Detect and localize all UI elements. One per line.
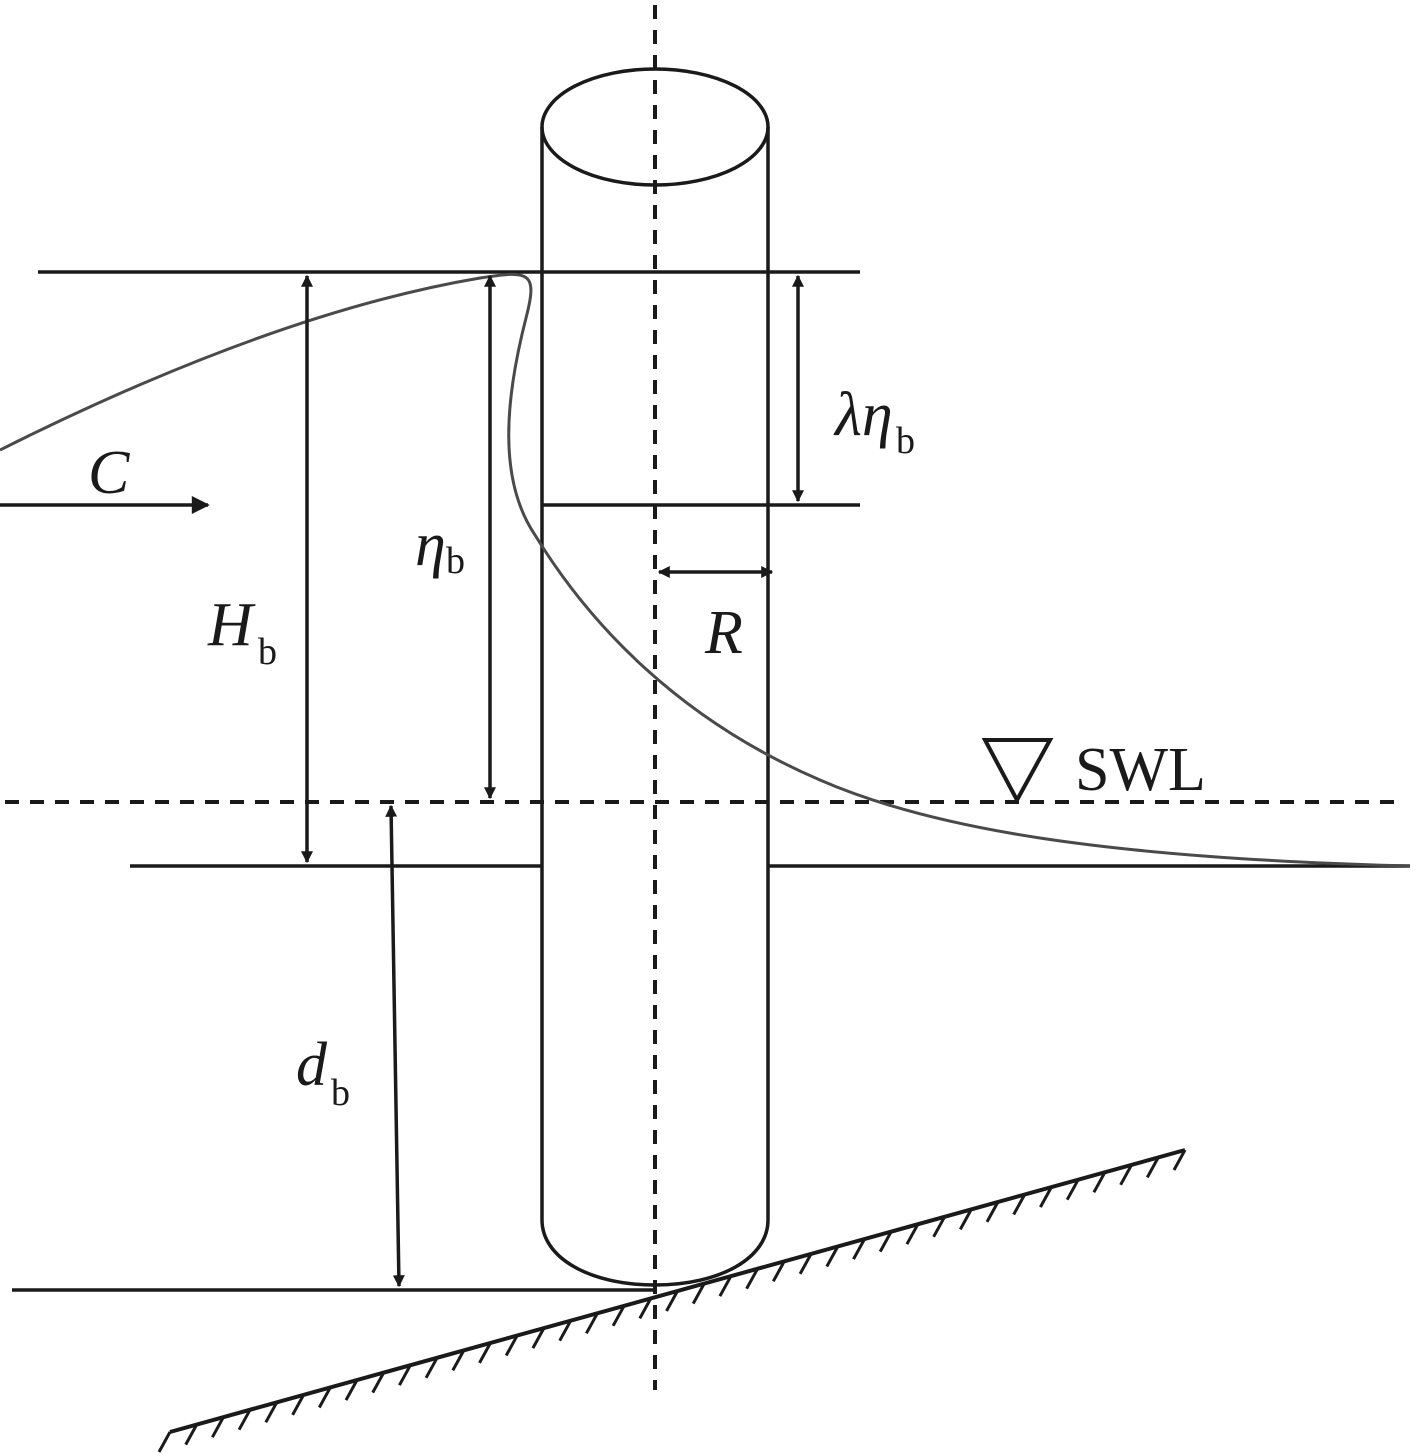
seabed-hatch-mark — [157, 1431, 172, 1453]
seabed-hatch-mark — [504, 1334, 519, 1357]
seabed-hatch-mark — [958, 1208, 973, 1231]
hb-label-sub: b — [258, 631, 277, 673]
cylinder — [540, 67, 770, 1287]
seabed-hatch-mark — [611, 1305, 626, 1327]
seabed-hatch-mark — [638, 1297, 653, 1320]
seabed-hatch-mark — [478, 1342, 492, 1364]
dimension-arrows — [0, 274, 804, 1288]
seabed-hatch-mark — [585, 1312, 599, 1335]
swl-triangle-icon — [981, 738, 1054, 805]
seabed-hatch-mark — [424, 1357, 439, 1379]
seabed-hatch-mark — [398, 1364, 412, 1386]
seabed-hatch-mark — [1145, 1156, 1160, 1179]
radius-label: R — [704, 599, 743, 667]
lambda-eta-b-label-sub: b — [896, 420, 915, 462]
seabed-hatch-mark — [905, 1223, 920, 1245]
seabed-hatch-mark — [665, 1290, 679, 1312]
seabed-hatch-mark — [237, 1408, 252, 1431]
seabed-hatch-mark — [878, 1230, 893, 1253]
seabed-hatch-mark — [932, 1216, 946, 1238]
wave-profile — [0, 272, 1411, 868]
eta-b-label-sub: b — [446, 540, 465, 582]
seabed-hatch-mark — [1172, 1149, 1187, 1171]
seabed-hatch-mark — [451, 1349, 466, 1372]
seabed-hatch-mark — [264, 1401, 279, 1424]
seabed-hatch-mark — [798, 1253, 813, 1275]
seabed-hatch-mark — [184, 1423, 199, 1446]
seabed-hatch-mark — [371, 1371, 386, 1394]
seabed-hatch-mark — [291, 1394, 305, 1416]
swl-label: SWL — [1075, 736, 1206, 804]
reference-lines — [12, 270, 1410, 1292]
db-label: d — [296, 1031, 328, 1099]
seabed-hatch-mark — [1092, 1171, 1107, 1194]
celerity-label: C — [88, 439, 130, 507]
seabed-hatch-mark — [344, 1379, 359, 1401]
cylinder-bottom — [540, 1219, 770, 1287]
seabed-hatch-mark — [771, 1260, 786, 1283]
seabed-hatching — [157, 1149, 1187, 1453]
db-arrow — [385, 804, 405, 1288]
eta-b-label: η — [415, 511, 446, 579]
lambda-eta-b-label: λη — [833, 381, 893, 449]
seabed-hatch-mark — [1039, 1186, 1053, 1208]
seabed-hatch-mark — [1119, 1164, 1133, 1186]
seabed-hatch-mark — [985, 1201, 1000, 1223]
seabed-hatch-mark — [1012, 1193, 1027, 1216]
hb-label: H — [207, 591, 256, 659]
seabed-hatch-mark — [531, 1327, 546, 1349]
seabed-hatch-mark — [852, 1238, 866, 1260]
seabed-hatch-mark — [1065, 1178, 1080, 1201]
seabed-hatch-mark — [825, 1245, 840, 1268]
seabed-hatch-mark — [718, 1275, 733, 1297]
seabed-hatch-mark — [691, 1282, 706, 1305]
seabed-hatch-mark — [317, 1386, 332, 1409]
seabed-hatch-mark — [558, 1319, 573, 1342]
seabed-hatch-mark — [211, 1416, 225, 1438]
db-label-sub: b — [331, 1072, 350, 1114]
seabed-hatch-mark — [745, 1267, 759, 1290]
